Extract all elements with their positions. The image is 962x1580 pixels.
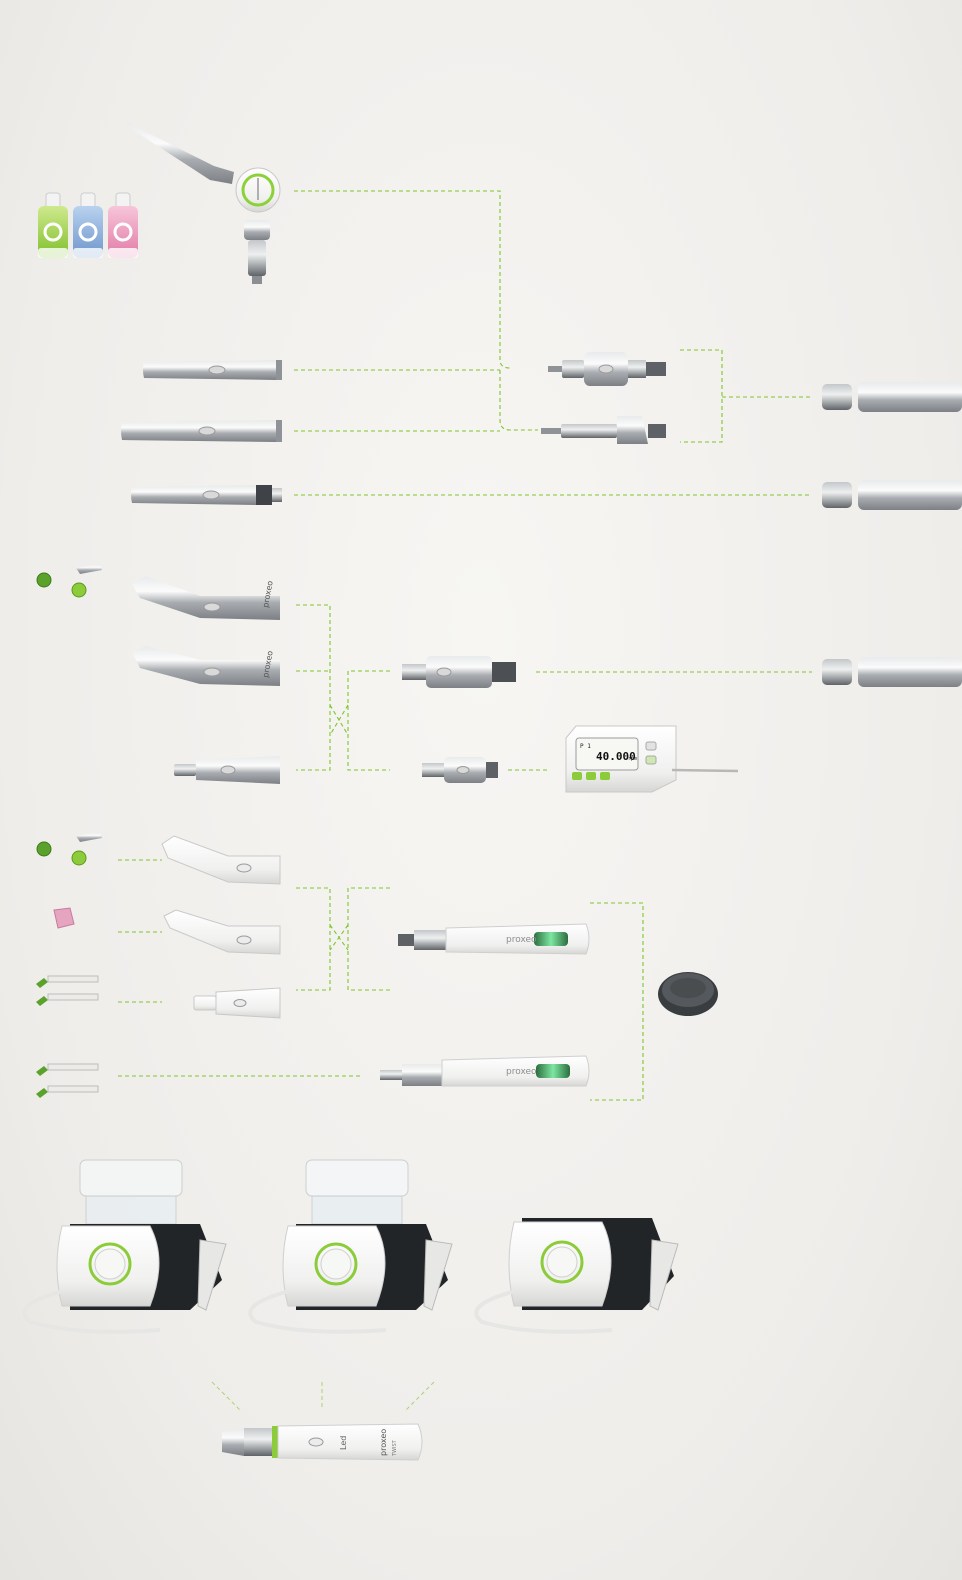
piezo-straight-head — [193, 987, 281, 1019]
air-motor — [402, 656, 516, 688]
polishing-cup-icon — [53, 907, 75, 929]
display-speed-unit: rpm — [628, 756, 637, 762]
control-button[interactable] — [572, 772, 582, 780]
electric-micromotor — [422, 757, 498, 783]
file-tip-icon — [36, 975, 99, 1006]
file-tip-icon — [36, 1063, 99, 1098]
connector-lines — [118, 190, 812, 1411]
motor-hose — [822, 657, 962, 687]
straight-contra-handpiece — [174, 756, 280, 784]
turbine-handpiece — [121, 420, 282, 442]
display-speed-value: 40.000 — [596, 750, 636, 763]
quick-coupling — [541, 416, 666, 444]
piezo-accessories — [36, 832, 102, 1098]
prophy-powder-bottles — [38, 192, 138, 258]
scaler-unit-with-tanks — [248, 1159, 453, 1334]
piezo-brand-label: proxeo — [506, 1067, 537, 1077]
display-prefix: P 1 — [580, 743, 591, 750]
prophy-tip-icon — [36, 564, 102, 598]
prophy-tip-icon — [36, 832, 102, 866]
prophy-powder-bottle-icon — [73, 192, 103, 258]
prophy-powder-bottle-icon — [108, 192, 138, 258]
air-polisher-handpiece — [126, 122, 281, 284]
piezo-contra-angle — [161, 835, 281, 885]
control-button[interactable] — [645, 741, 657, 751]
scaler-unit — [474, 1218, 679, 1334]
control-button[interactable] — [600, 772, 610, 780]
motor-hose — [822, 480, 962, 510]
piezo-motor-handpiece: proxeo — [398, 923, 590, 955]
contra-angle-handpiece: proxeo — [132, 576, 280, 620]
piezo-brand-label: proxeo — [506, 935, 537, 945]
scaler-brand-label: proxeo — [379, 1429, 388, 1456]
prophy-powder-bottle-icon — [38, 192, 68, 258]
turbine-handpiece — [143, 360, 282, 380]
control-button[interactable] — [586, 772, 596, 780]
motor-control-unit: P 1 40.000 rpm — [565, 725, 739, 793]
foot-control-icon[interactable] — [658, 972, 718, 1016]
scaler-sub-label: TWIST — [392, 1439, 398, 1457]
scaler-handpiece: Led proxeo TWIST — [222, 1423, 423, 1461]
scaler-unit-with-tanks — [22, 1159, 227, 1334]
piezo-contra-angle — [163, 909, 281, 955]
prophy-tips — [36, 564, 102, 598]
quick-coupling — [548, 352, 666, 386]
motor-hose — [822, 382, 962, 412]
turbine-handpiece-direct — [131, 485, 282, 505]
scaler-led-label: Led — [339, 1436, 348, 1450]
piezo-motor-handpiece: proxeo — [380, 1055, 590, 1087]
contra-angle-handpiece: proxeo — [132, 646, 280, 686]
control-button[interactable] — [645, 755, 657, 765]
